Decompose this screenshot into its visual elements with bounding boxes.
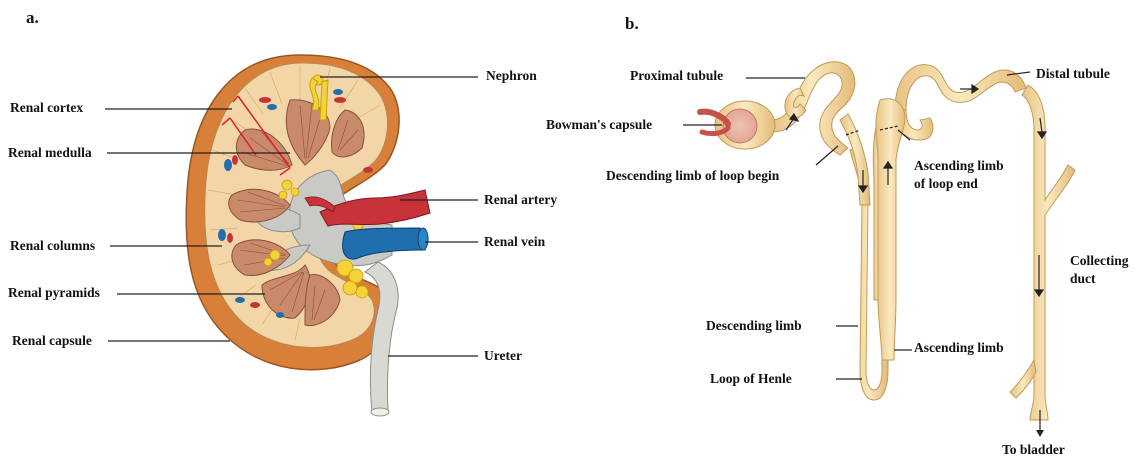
distal-tubule-shape [895,65,1026,110]
label-proximal-tubule: Proximal tubule [630,68,723,84]
label-ascending-limb-end-line1: Ascending limb [914,158,1004,174]
label-renal-artery: Renal artery [484,192,557,208]
label-descending-limb-begin: Descending limb of loop begin [606,168,779,184]
ascending-limb-shape [876,99,905,360]
label-loop-of-henle: Loop of Henle [710,371,792,387]
label-ascending-limb: Ascending limb [914,340,1004,356]
label-distal-tubule: Distal tubule [1036,66,1110,82]
label-renal-medulla: Renal medulla [8,145,92,161]
label-ureter: Ureter [484,348,522,364]
label-collecting-duct-line2: duct [1070,271,1096,287]
label-renal-pyramids: Renal pyramids [8,285,100,301]
label-renal-vein: Renal vein [484,234,545,250]
label-renal-columns: Renal columns [10,238,95,254]
label-nephron: Nephron [486,68,537,84]
label-descending-limb: Descending limb [706,318,802,334]
label-bowmans-capsule: Bowman's capsule [546,117,652,133]
label-renal-cortex: Renal cortex [10,100,83,116]
label-renal-capsule: Renal capsule [12,333,92,349]
label-ascending-limb-end-line2: of loop end [914,176,978,192]
nephron-diagram [700,62,1075,420]
label-collecting-duct-line1: Collecting [1070,253,1129,269]
label-to-bladder: To bladder [1002,442,1065,458]
proximal-tubule-shape [770,62,855,155]
